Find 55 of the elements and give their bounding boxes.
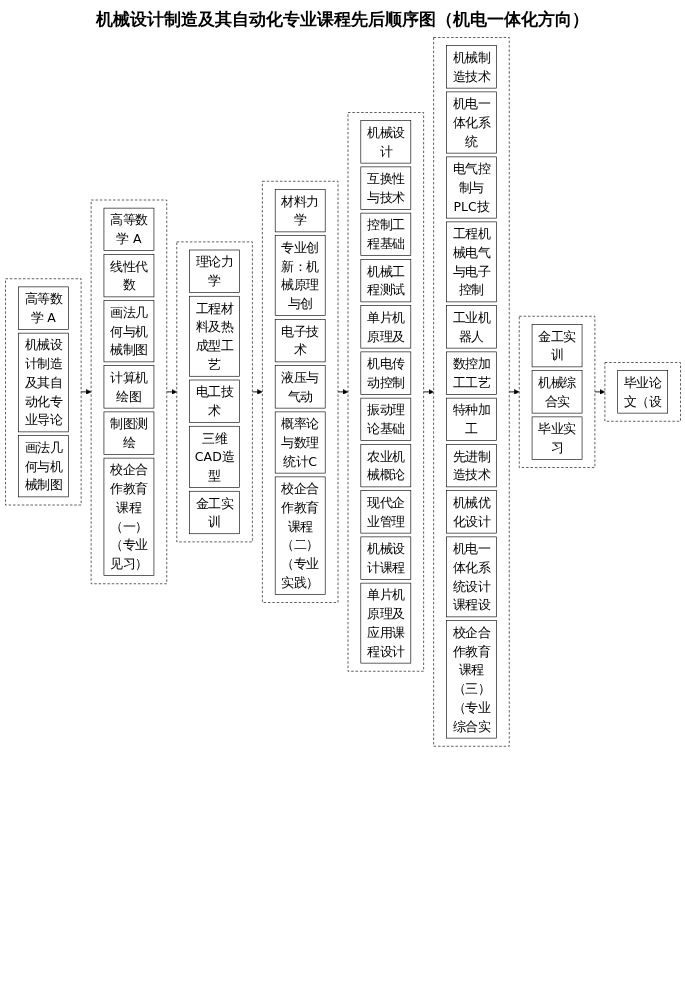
node-box: 单片机原理及: [360, 305, 411, 349]
node-box: 校企合作教育课程（三）（专业综合实: [445, 620, 497, 739]
node-box: 画法几何与机械制图: [17, 435, 69, 498]
cluster: [90, 199, 167, 585]
cluster: [175, 241, 253, 543]
node-box: 机械综合实: [531, 370, 582, 414]
node-box: 高等数学 A: [17, 286, 69, 330]
cluster: [432, 37, 510, 747]
node-box: 机械设计: [360, 120, 411, 164]
node-box: 互换性与技术: [360, 166, 411, 210]
node-box: 专业创新：机械原理与创: [274, 235, 325, 316]
node-box: 理论力学: [188, 249, 240, 293]
cluster: [4, 278, 81, 506]
node-box: 画法几何与机械制图: [103, 300, 154, 363]
node-box: 计算机绘图: [103, 365, 154, 409]
node-box: 数控加工工艺: [445, 351, 497, 395]
node-box: 金工实训: [188, 490, 240, 535]
node-box: 农业机械概论: [360, 444, 411, 488]
node-box: 特种加工: [445, 397, 497, 441]
node-box: 控制工程基础: [360, 212, 411, 256]
node-box: 机械优化设计: [445, 490, 497, 534]
node-box: 机电传动控制: [360, 351, 411, 395]
node-box: 毕业实习: [531, 416, 582, 460]
node-box: 先进制造技术: [445, 444, 497, 488]
cluster: [518, 315, 595, 468]
node-box: 现代企业管理: [360, 490, 411, 534]
node-box: 机械制造技术: [445, 45, 497, 89]
node-box: 工程材料及热成型工艺: [188, 295, 240, 377]
node-box: 电子技术: [274, 319, 325, 363]
node-box: 机械设计课程: [360, 536, 411, 580]
node-box: 液压与气动: [274, 365, 325, 409]
node-box: 振动理论基础: [360, 397, 411, 441]
node-box: 单片机原理及应用课程设计: [360, 582, 411, 664]
node-box: 工业机器人: [445, 305, 497, 349]
node-box: 金工实训: [531, 324, 582, 368]
node-box: 制图测绘: [103, 411, 154, 455]
cluster: [604, 362, 681, 422]
diagram-title: 机械设计制造及其自动化专业课程先后顺序图（机电一体化方向）: [95, 8, 590, 31]
cluster: [261, 180, 338, 603]
node-box: 工程机械电气与电子控制: [445, 221, 497, 303]
node-box: 校企合作教育课程（二）（专业实践）: [274, 476, 325, 595]
node-box: 电工技术: [188, 379, 240, 423]
node-box: 材料力学: [274, 189, 325, 233]
node-box: 三维CAD造型: [188, 425, 240, 488]
node-box: 机械设计制造及其自动化专业导论: [17, 332, 69, 433]
node-box: 机电一体化系统: [445, 91, 497, 154]
node-box: 高等数学 A: [103, 207, 154, 251]
node-box: 电气控制与PLC技: [445, 156, 497, 219]
node-box: 概率论与数理统计C: [274, 411, 325, 474]
cluster: [347, 112, 424, 672]
node-box: 线性代数: [103, 254, 154, 298]
node-box: 机电一体化系统设计课程设: [445, 536, 497, 618]
node-box: 机械工程测试: [360, 259, 411, 303]
node-box: 校企合作教育课程（一）（专业见习）: [103, 457, 154, 576]
node-box: 毕业论文（设: [616, 370, 668, 414]
